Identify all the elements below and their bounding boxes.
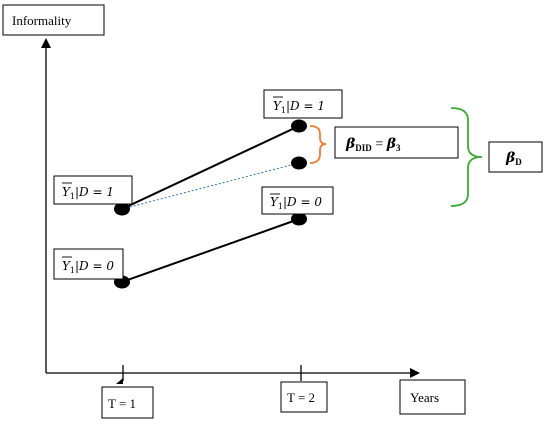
counterfactual-dashed-line <box>121 162 300 210</box>
svg-text:Y1|D = 1: Y1|D = 1 <box>62 185 114 201</box>
svg-text:Y1|D = 1: Y1|D = 1 <box>273 99 325 115</box>
y-axis-label: Informality <box>12 13 72 28</box>
y-axis-label-box <box>2 4 105 36</box>
svg-text:Y1|D = 0: Y1|D = 0 <box>270 195 322 211</box>
treated-line <box>121 125 300 210</box>
beta-d-box <box>488 141 543 173</box>
point-treated-t1 <box>114 202 130 216</box>
svg-text:Y1|D = 0: Y1|D = 0 <box>62 259 114 275</box>
tick-t1-marker <box>116 378 123 384</box>
did-formula: βDID = β3 <box>345 136 401 153</box>
beta-d-label: βD <box>505 150 522 167</box>
green-brace <box>450 107 483 207</box>
tick-label-t2: T = 2 <box>287 390 315 405</box>
label-control-t1: Y1|D = 0 <box>53 248 124 280</box>
tick-label-t1-box <box>101 386 154 419</box>
orange-brace <box>309 125 327 164</box>
label-control-t2: Y1|D = 0 <box>261 186 334 215</box>
tick-label-t2-box <box>280 381 328 413</box>
x-axis-label-box <box>399 379 466 415</box>
tick-label-t1: T = 1 <box>108 396 136 411</box>
x-axis-label: Years <box>410 390 439 405</box>
did-box <box>334 126 459 159</box>
control-line <box>121 218 300 283</box>
point-treated-t2 <box>291 119 307 133</box>
label-treated-t1: Y1|D = 1 <box>53 175 133 205</box>
label-treated-t2: Y1|D = 1 <box>263 89 343 119</box>
point-counterfactual-t2 <box>291 156 307 170</box>
point-control-t2 <box>291 212 307 226</box>
